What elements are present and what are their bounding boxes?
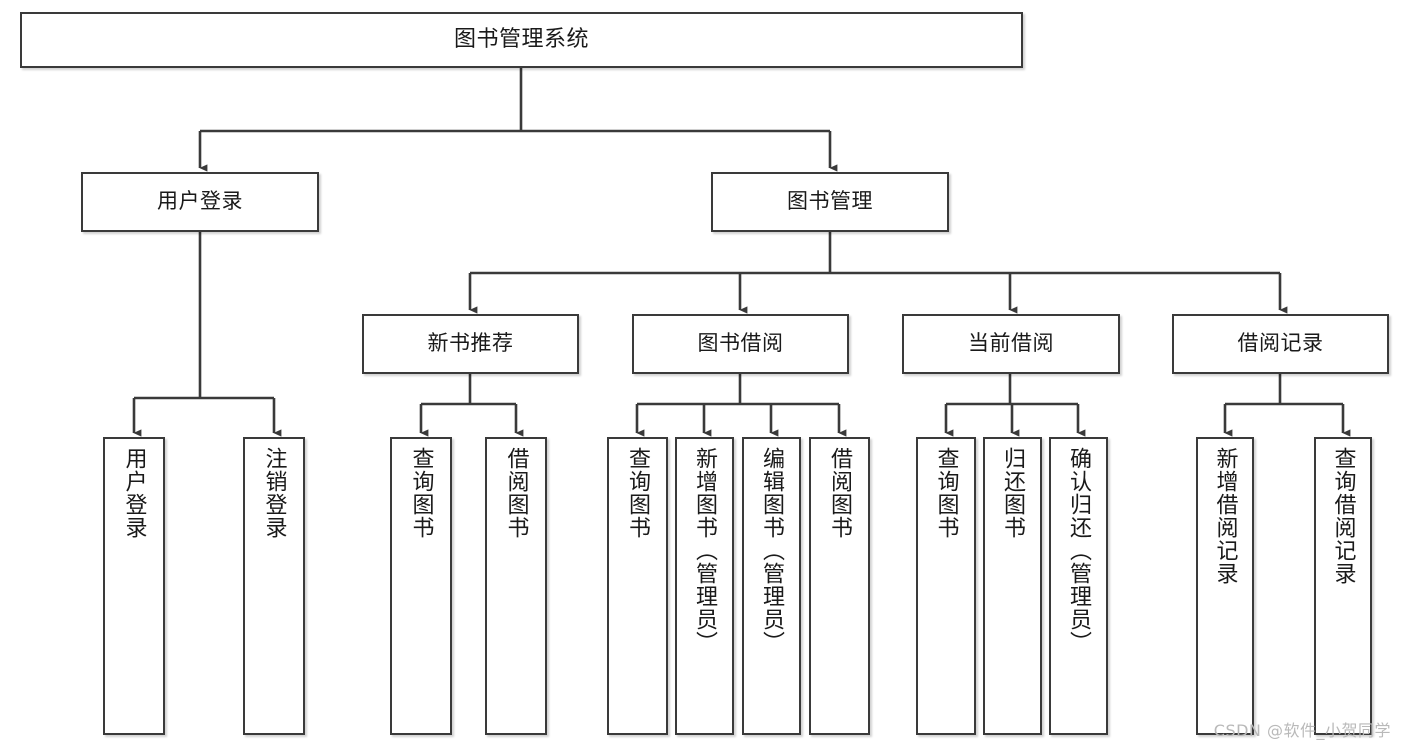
leaf-logout[interactable]: 注销登录 bbox=[243, 437, 305, 735]
node-label: 注销登录 bbox=[261, 447, 287, 539]
node-label: 当前借阅 bbox=[968, 331, 1054, 356]
node-label: 查询图书 bbox=[625, 447, 651, 539]
leaf-query-book[interactable]: 查询图书 bbox=[607, 437, 668, 735]
node-label: 图书管理系统 bbox=[453, 26, 589, 52]
leaf-return-book[interactable]: 归还图书 bbox=[983, 437, 1042, 735]
node-label: 确认归还（管理员） bbox=[1066, 447, 1092, 654]
leaf-confirm-return-admin[interactable]: 确认归还（管理员） bbox=[1049, 437, 1108, 735]
node-label: 借阅图书 bbox=[827, 447, 853, 539]
node-label: 新增借阅记录 bbox=[1212, 447, 1238, 585]
node-label: 归还图书 bbox=[1000, 447, 1026, 539]
leaf-user-login[interactable]: 用户登录 bbox=[103, 437, 165, 735]
node-book-management[interactable]: 图书管理 bbox=[711, 172, 949, 232]
node-current-borrow[interactable]: 当前借阅 bbox=[902, 314, 1120, 374]
leaf-borrow-book[interactable]: 借阅图书 bbox=[809, 437, 870, 735]
leaf-query-borrow-record[interactable]: 查询借阅记录 bbox=[1314, 437, 1372, 735]
node-label: 图书借阅 bbox=[697, 331, 784, 356]
node-label: 用户登录 bbox=[157, 189, 243, 214]
leaf-add-book-admin[interactable]: 新增图书（管理员） bbox=[675, 437, 734, 735]
node-user-login[interactable]: 用户登录 bbox=[81, 172, 319, 232]
node-label: 编辑图书（管理员） bbox=[759, 447, 785, 654]
node-label: 借阅记录 bbox=[1237, 331, 1324, 356]
leaf-add-borrow-record[interactable]: 新增借阅记录 bbox=[1196, 437, 1254, 735]
node-label: 新增图书（管理员） bbox=[692, 447, 718, 654]
node-label: 查询借阅记录 bbox=[1330, 447, 1356, 585]
leaf-query-book-recommend[interactable]: 查询图书 bbox=[390, 437, 452, 735]
leaf-edit-book-admin[interactable]: 编辑图书（管理员） bbox=[742, 437, 801, 735]
node-label: 借阅图书 bbox=[503, 447, 529, 539]
node-new-book-recommend[interactable]: 新书推荐 bbox=[362, 314, 579, 374]
node-book-borrow[interactable]: 图书借阅 bbox=[632, 314, 849, 374]
node-label: 查询图书 bbox=[408, 447, 434, 539]
csdn-watermark: CSDN @软件_小贺同学 bbox=[1213, 721, 1391, 740]
node-borrow-record[interactable]: 借阅记录 bbox=[1172, 314, 1389, 374]
leaf-query-book-current[interactable]: 查询图书 bbox=[916, 437, 976, 735]
node-root-system[interactable]: 图书管理系统 bbox=[20, 12, 1023, 68]
node-label: 查询图书 bbox=[933, 447, 959, 539]
leaf-borrow-book-recommend[interactable]: 借阅图书 bbox=[485, 437, 547, 735]
node-label: 图书管理 bbox=[787, 189, 873, 214]
node-label: 新书推荐 bbox=[427, 331, 514, 356]
node-label: 用户登录 bbox=[121, 447, 147, 539]
